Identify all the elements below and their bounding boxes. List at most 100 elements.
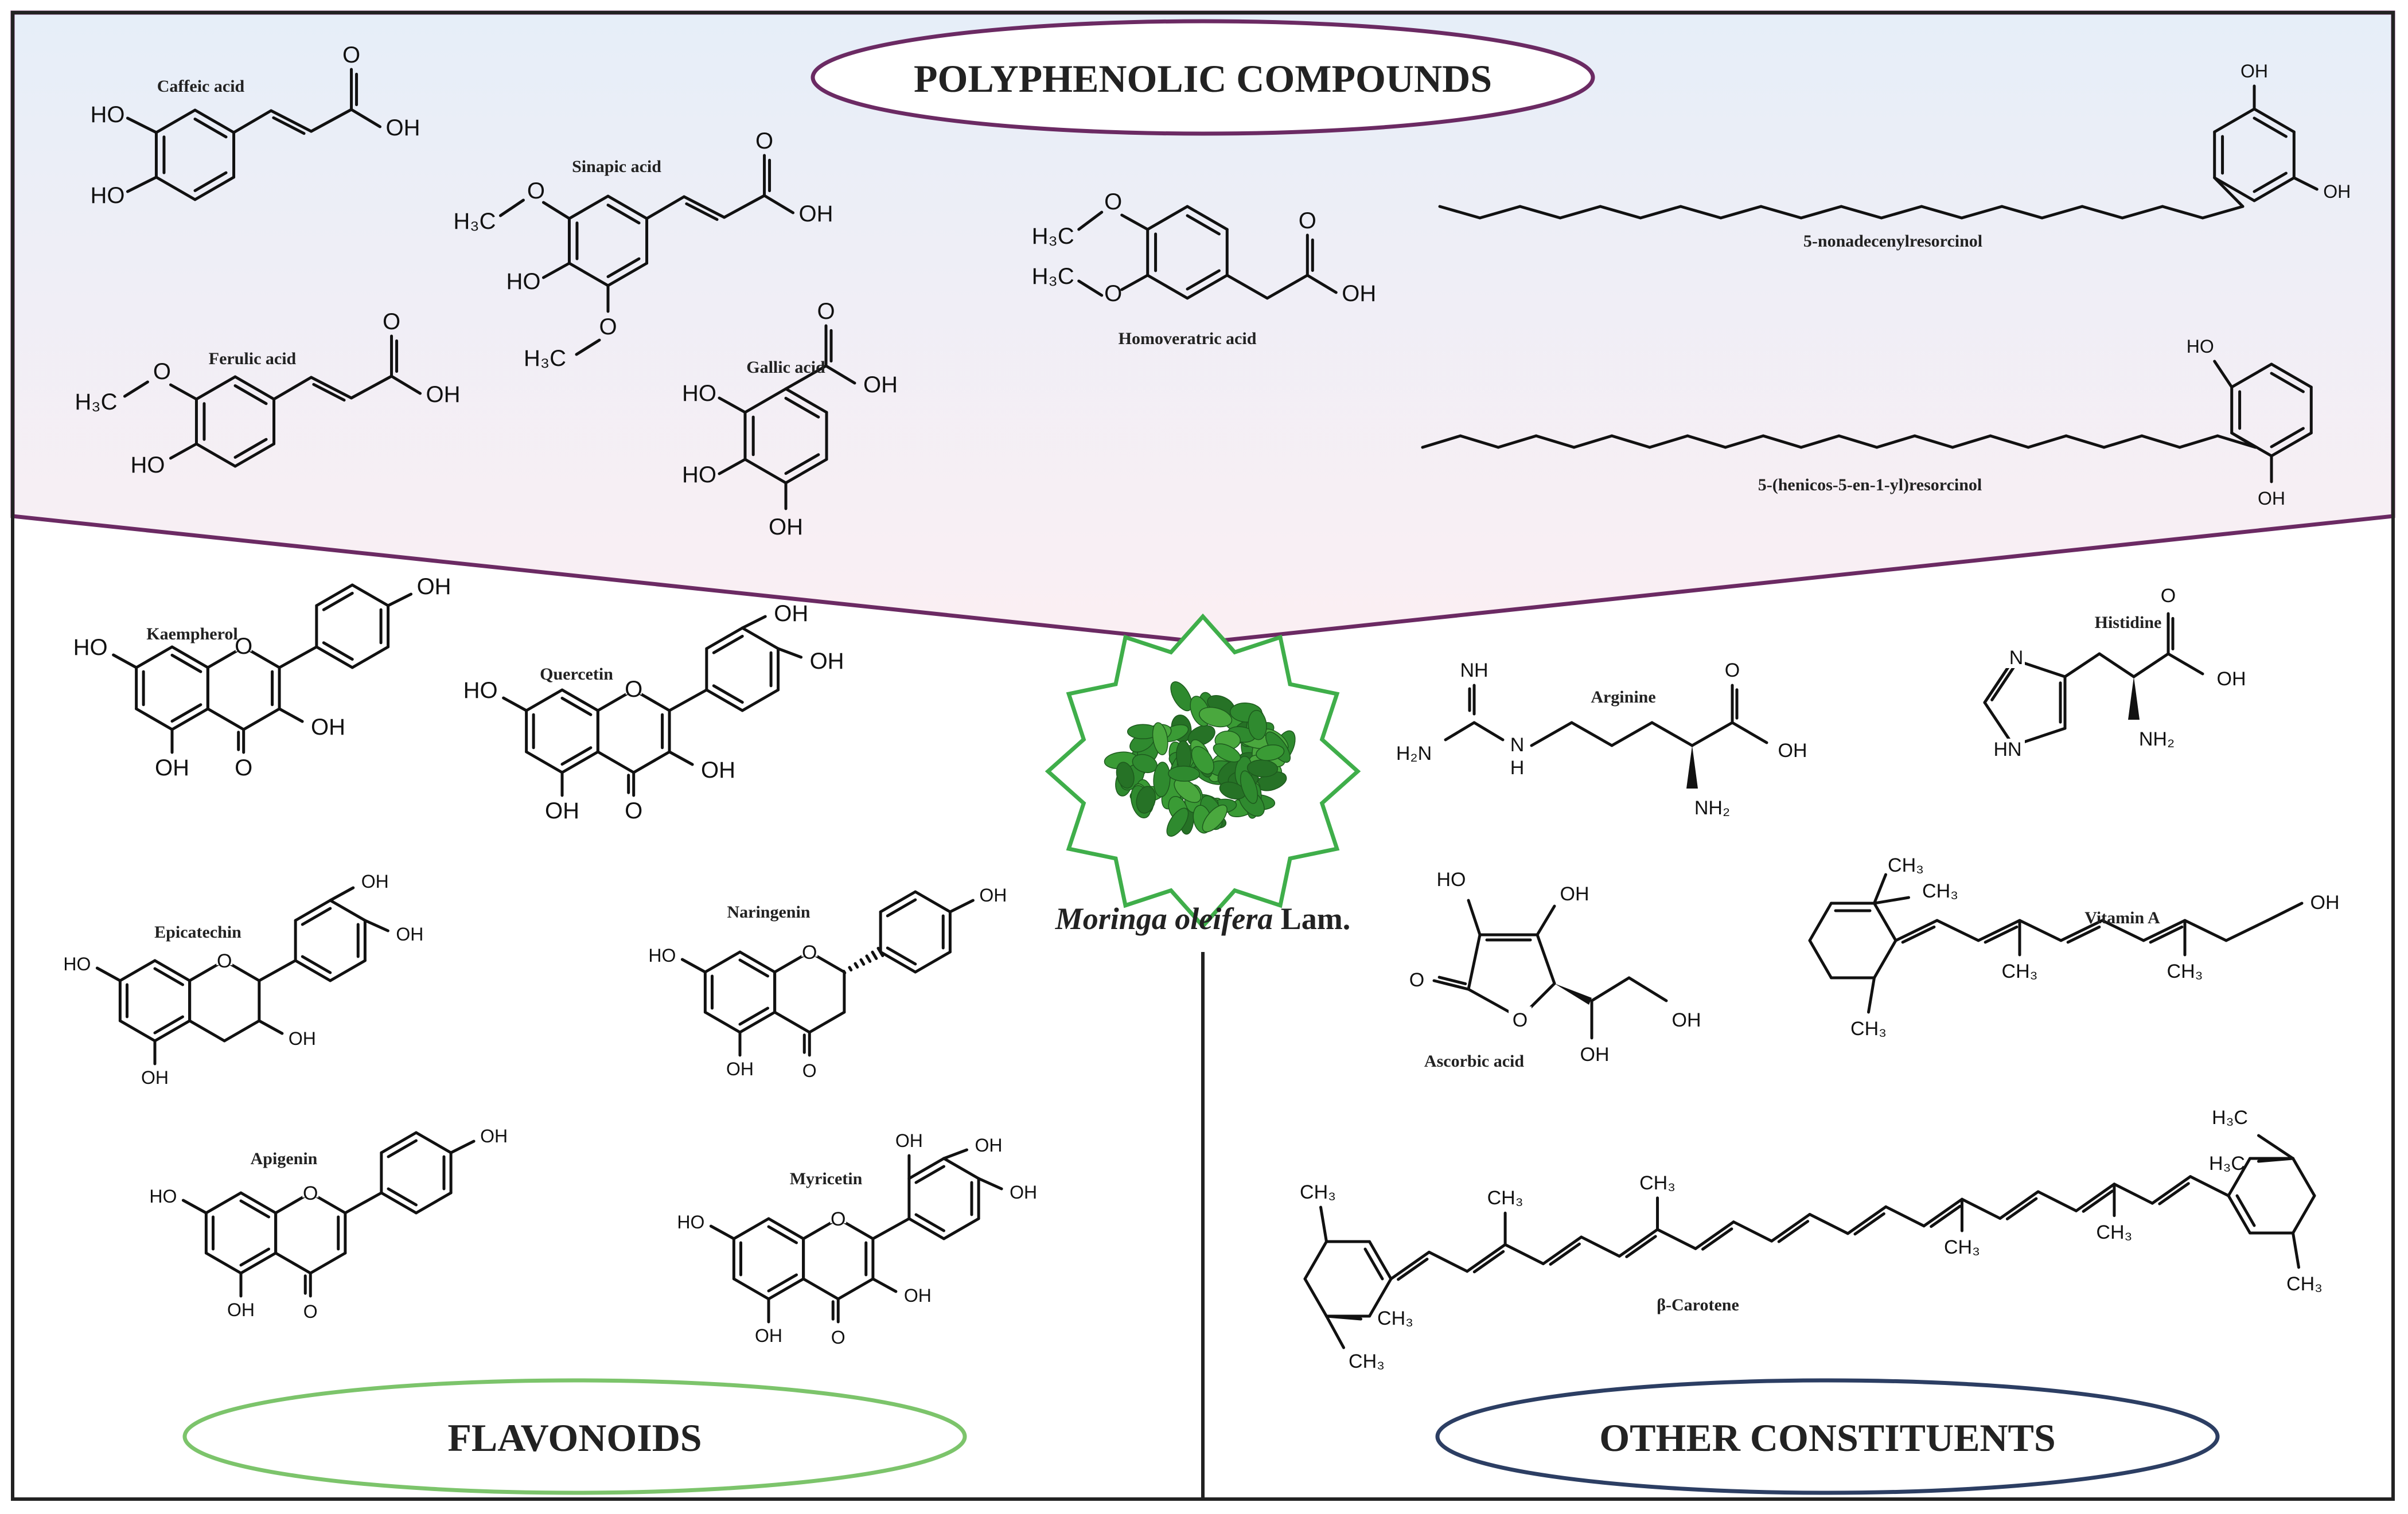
leaf <box>1256 744 1285 761</box>
molecule-vitamin-a: CH₃ CH₃ CH₃ CH₃ CH₃ OH Vitamin A <box>1808 854 2340 1040</box>
atom-label: OH <box>2241 61 2268 81</box>
atom-label: O <box>1299 208 1316 233</box>
leaf <box>1202 804 1228 833</box>
atom-label: CH₃ <box>2002 961 2038 982</box>
atom-label: OH <box>2310 892 2340 914</box>
atom-label: CH₃ <box>1850 1018 1887 1040</box>
atom-label: OH <box>1010 1182 1037 1203</box>
atom-label: O <box>217 950 232 972</box>
atom-label: HO <box>90 102 124 127</box>
flavonoids-title-badge: FLAVONOIDS <box>182 1378 967 1495</box>
atom-label: CH₃ <box>2167 961 2203 982</box>
atom-label: O <box>235 755 252 781</box>
compound-name: Vitamin A <box>2084 908 2160 927</box>
atom-label: OH <box>311 715 345 740</box>
atom-label: CH₃ <box>1922 880 1958 902</box>
compound-name: Arginine <box>1591 688 1655 707</box>
atom-label: HO <box>648 945 676 966</box>
atom-label: O <box>383 309 400 334</box>
compound-name: Epicatechin <box>154 923 241 942</box>
atom-label: N <box>1510 734 1525 756</box>
atom-label: N <box>2009 647 2024 669</box>
compound-name: Histidine <box>2095 613 2162 632</box>
atom-label: H <box>1510 757 1525 779</box>
atom-label: OH <box>755 1325 782 1346</box>
leaf <box>1170 681 1193 712</box>
leaf <box>1152 722 1168 755</box>
compound-name: 5-(henicos-5-en-1-yl)resorcinol <box>1758 475 1982 494</box>
atom-label: CH₃ <box>1944 1236 1980 1258</box>
atom-label: OH <box>979 885 1007 906</box>
compound-name: Homoveratric acid <box>1119 329 1257 348</box>
atom-label: CH₃ <box>2096 1222 2132 1243</box>
atom-label: O <box>235 634 252 659</box>
atom-label: O <box>599 314 617 340</box>
leaf <box>1174 778 1202 803</box>
atom-label: OH <box>361 871 389 892</box>
atom-label: OH <box>2217 668 2246 690</box>
atom-label: CH₃ <box>2286 1273 2323 1295</box>
atom-label: H₃C <box>2212 1107 2248 1129</box>
wedge-bond <box>1554 984 1592 1005</box>
atom-label: OH <box>141 1067 169 1088</box>
leaf <box>1248 709 1267 740</box>
other-title: OTHER CONSTITUENTS <box>1599 1416 2055 1460</box>
atom-label: HO <box>73 635 108 660</box>
compound-name: Quercetin <box>540 665 613 684</box>
atom-label: NH <box>1460 660 1488 681</box>
compound-name: Naringenin <box>727 903 810 922</box>
atom-label: OH <box>769 514 803 540</box>
leaf <box>1199 707 1233 728</box>
atom-label: O <box>831 1208 845 1230</box>
atom-label: O <box>153 359 171 384</box>
atom-label: O <box>625 798 642 824</box>
atom-label: OH <box>1778 740 1807 762</box>
atom-label: OH <box>895 1130 923 1151</box>
compound-name: Gallic acid <box>746 358 825 377</box>
atom-label: HO <box>149 1186 177 1207</box>
atom-label: HN <box>1993 739 2021 760</box>
atom-label: CH₃ <box>1639 1172 1676 1194</box>
leaf <box>1166 807 1189 837</box>
wedge-bond <box>2128 677 2140 720</box>
atom-label: H₃C <box>453 209 496 234</box>
atom-label: OH <box>774 601 808 626</box>
atom-label: OH <box>904 1285 932 1306</box>
atom-label: HO <box>463 678 498 703</box>
atom-label: HO <box>63 954 91 974</box>
atom-label: HO <box>677 1212 704 1232</box>
leaf <box>1213 743 1241 763</box>
atom-label: HO <box>506 269 540 294</box>
atom-label: HO <box>130 452 165 478</box>
moringa-leaves-image <box>1104 681 1296 837</box>
compound-name: β-Carotene <box>1657 1296 1739 1314</box>
atom-label: H₃C <box>75 389 117 415</box>
polyphenolic-title-badge: POLYPHENOLIC COMPOUNDS <box>811 19 1595 136</box>
leaf <box>1116 762 1135 789</box>
atom-label: O <box>1513 1009 1528 1031</box>
leaf <box>1168 766 1201 782</box>
compound-name: Sinapic acid <box>572 157 661 176</box>
atom-label: OH <box>1342 281 1376 306</box>
compound-name: Ascorbic acid <box>1424 1052 1524 1071</box>
moringa-emblem: Moringa oleifera Lam. <box>1045 613 1361 936</box>
atom-label: H₂N <box>1396 743 1432 764</box>
atom-label: CH₃ <box>1888 854 1924 876</box>
polyphenolic-title: POLYPHENOLIC COMPOUNDS <box>914 57 1492 100</box>
atom-label: O <box>1725 660 1740 681</box>
atom-label: OH <box>1672 1009 1701 1031</box>
